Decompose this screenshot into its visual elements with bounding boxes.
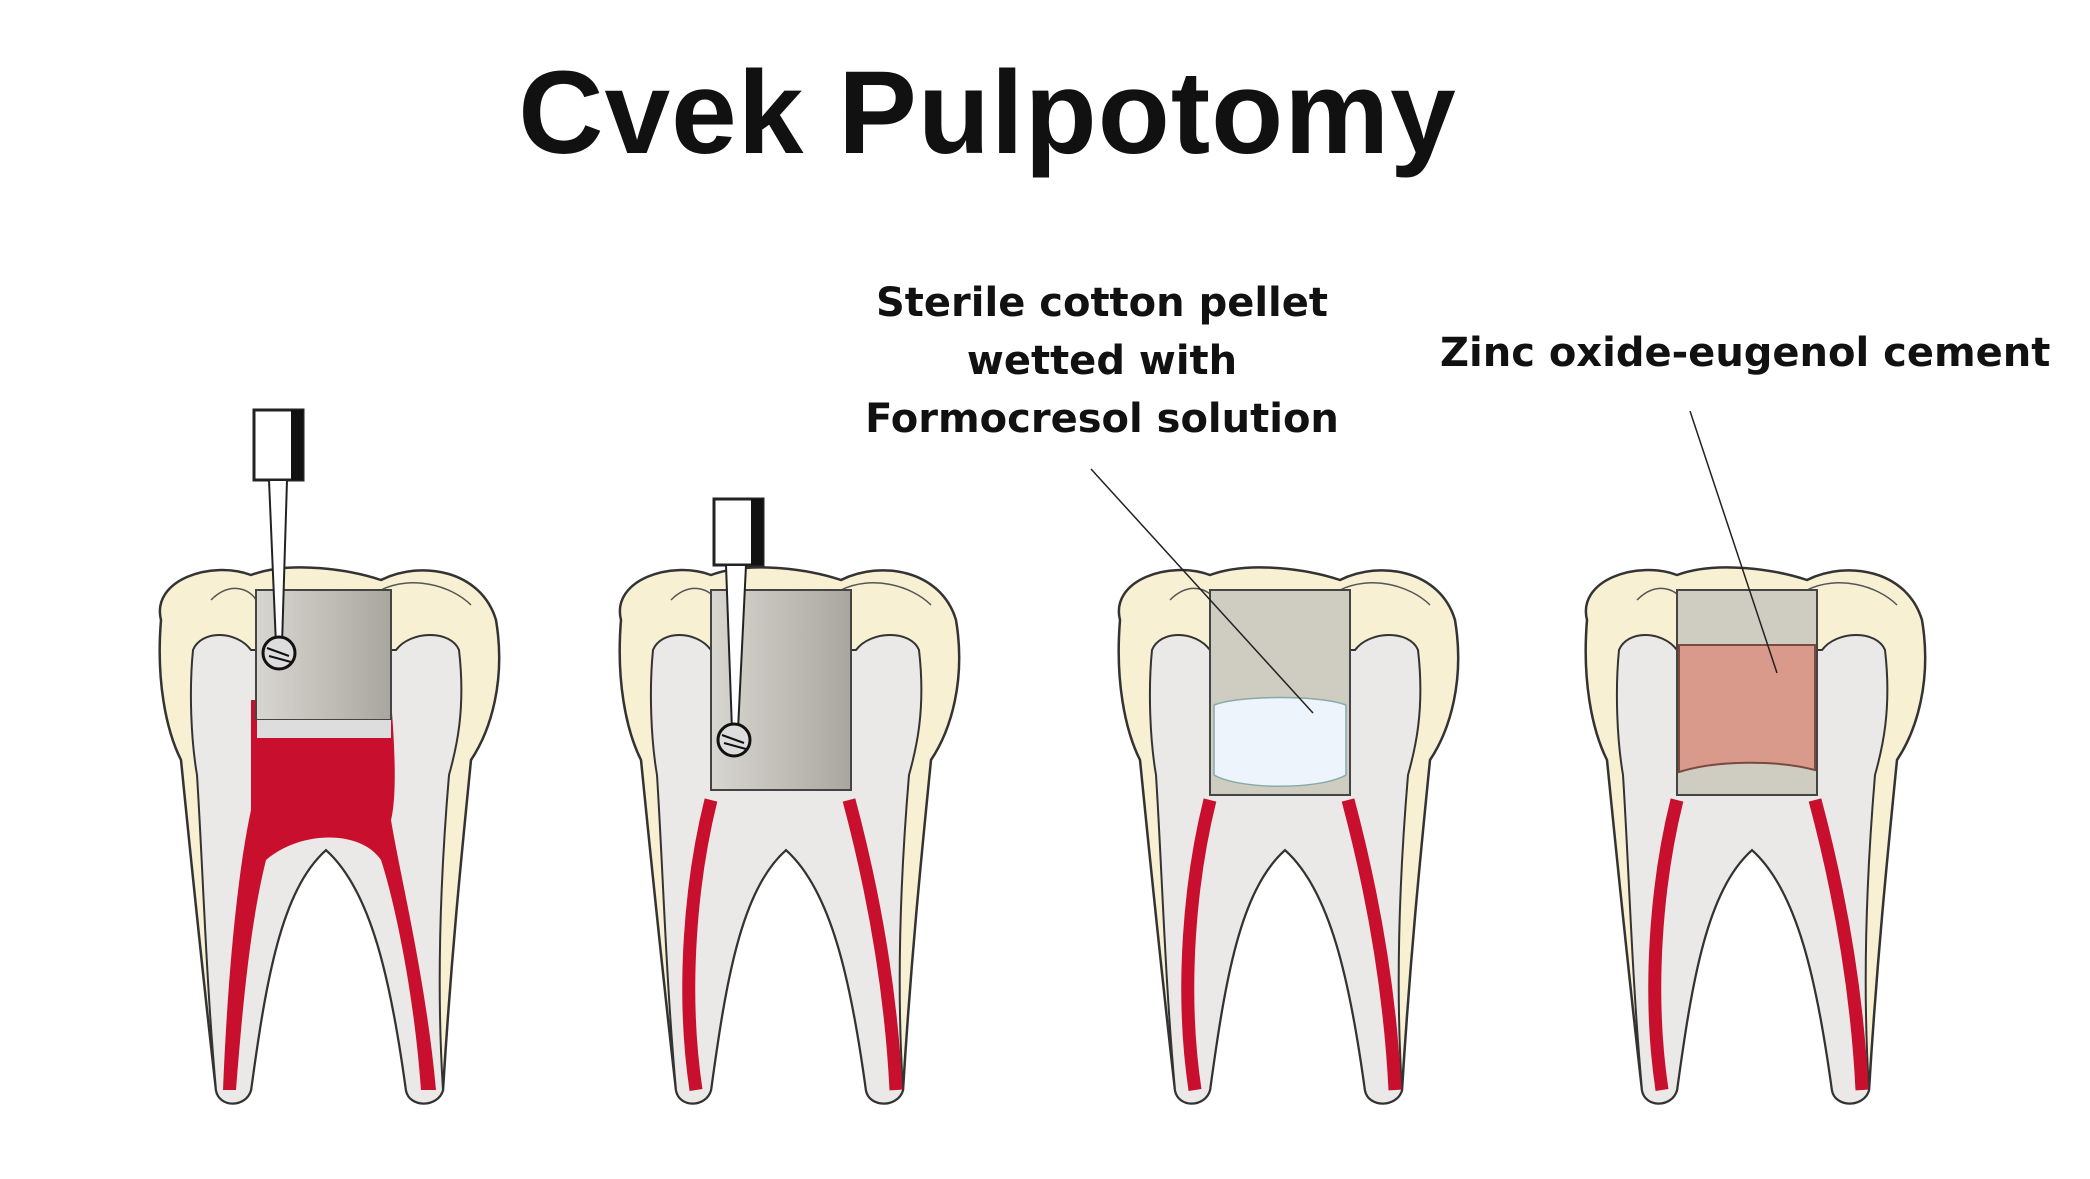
label-line: wetted with <box>966 338 1238 384</box>
tooth-step-3 <box>1117 566 1460 1105</box>
label-zoe-cement: Zinc oxide-eugenol cement <box>1440 330 2051 376</box>
label-cotton-pellet: Sterile cotton pellet wetted with Formoc… <box>862 274 1342 448</box>
dental-bur-icon <box>712 497 765 758</box>
leader-line-pellet <box>1090 468 1314 714</box>
tooth-step-1 <box>158 408 501 1105</box>
cotton-pellet <box>1213 696 1347 787</box>
label-line: Formocresol solution <box>865 396 1339 442</box>
leader-line-zoe <box>1689 410 1778 674</box>
dental-bur-icon <box>252 408 305 671</box>
zoe-cement <box>1678 644 1816 774</box>
diagram-title: Cvek Pulpotomy <box>518 47 1457 179</box>
label-line: Sterile cotton pellet <box>875 280 1328 326</box>
tooth-step-4 <box>1584 566 1927 1105</box>
tooth-step-2 <box>618 497 961 1105</box>
pulp-icon <box>223 700 436 1090</box>
